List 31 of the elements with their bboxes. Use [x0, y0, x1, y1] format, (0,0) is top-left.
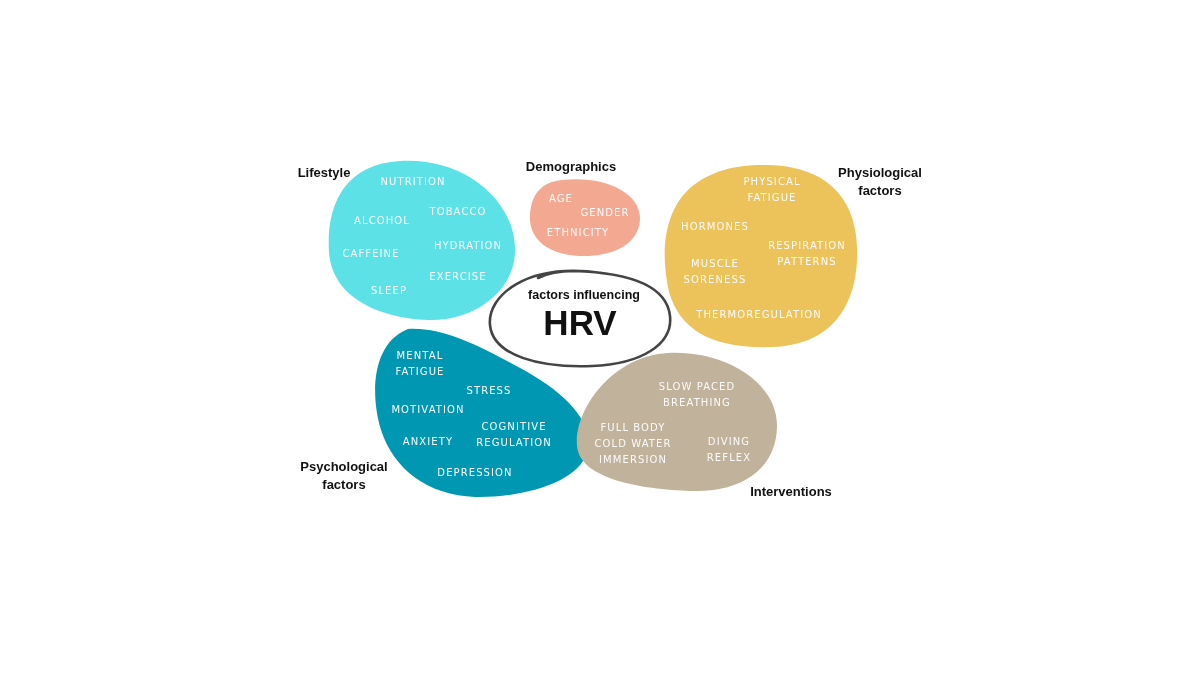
- factor-label: FULL BODY COLD WATER IMMERSION: [593, 421, 673, 467]
- factor-label: ETHNICITY: [546, 226, 610, 240]
- factor-label: TOBACCO: [429, 205, 487, 219]
- factor-label: SLEEP: [370, 284, 408, 298]
- factor-label: MOTIVATION: [391, 403, 465, 417]
- factor-label: SLOW PACED BREATHING: [657, 380, 737, 410]
- factor-label: THERMOREGULATION: [696, 308, 822, 322]
- factor-label: EXERCISE: [429, 270, 487, 284]
- factor-label: MUSCLE SORENESS: [682, 257, 748, 287]
- subtitle-text: factors influencing: [528, 287, 640, 303]
- factor-label: DEPRESSION: [437, 466, 513, 480]
- factor-label: GENDER: [580, 206, 630, 220]
- category-heading: Lifestyle: [297, 164, 351, 182]
- title-text: HRV: [543, 303, 617, 343]
- factor-label: HYDRATION: [433, 239, 503, 253]
- category-heading: Psychological factors: [299, 458, 389, 494]
- factor-label: HORMONES: [681, 220, 749, 234]
- factor-label: DIVING REFLEX: [705, 435, 753, 465]
- factor-label: CAFFEINE: [342, 247, 400, 261]
- factor-label: RESPIRATION PATTERNS: [767, 239, 847, 269]
- factor-label: NUTRITION: [380, 175, 446, 189]
- category-heading: Interventions: [750, 483, 832, 501]
- factor-label: PHYSICAL FATIGUE: [742, 175, 802, 205]
- factor-label: COGNITIVE REGULATION: [475, 420, 553, 450]
- category-heading: Physiological factors: [837, 164, 923, 200]
- factor-label: MENTAL FATIGUE: [394, 349, 446, 379]
- factor-label: AGE: [549, 192, 573, 206]
- factor-label: STRESS: [466, 384, 512, 398]
- category-heading: Demographics: [525, 158, 617, 176]
- factor-label: ALCOHOL: [354, 214, 410, 228]
- factor-label: ANXIETY: [402, 435, 454, 449]
